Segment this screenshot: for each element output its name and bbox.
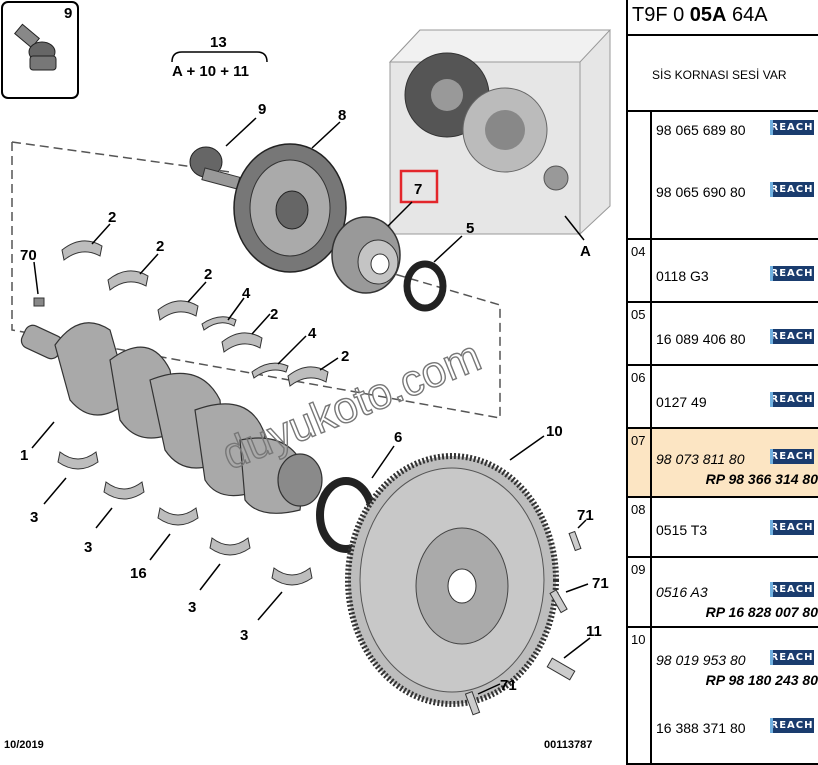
callout-11: 11 — [586, 623, 602, 640]
replacement-part-number[interactable]: RP 16 828 007 80 — [705, 604, 818, 620]
row-index: 04 — [628, 240, 652, 301]
lower-bearing-shells — [57, 451, 313, 586]
callout-5: 5 — [466, 220, 474, 237]
callout-71-b: 71 — [592, 575, 609, 592]
footer-ref: 00113787 — [544, 739, 592, 751]
crankshaft-pulley — [233, 143, 347, 273]
ref-bold: 05A — [689, 4, 727, 26]
replacement-part-number[interactable]: RP 98 366 314 80 — [705, 471, 818, 487]
callout-9: 9 — [258, 101, 266, 118]
callout-9-inset: 9 — [64, 5, 72, 22]
part-number[interactable]: 0516 A3 — [656, 584, 708, 600]
callout-3-a: 3 — [30, 509, 38, 526]
part-number[interactable]: 98 065 690 80 — [656, 184, 746, 200]
callout-4-a: 4 — [242, 285, 251, 302]
row-index: 06 — [628, 366, 652, 427]
woodruff-key — [33, 297, 45, 307]
row-index: 05 — [628, 303, 652, 364]
callout-4-b: 4 — [308, 325, 317, 342]
part-number[interactable]: 0515 T3 — [656, 522, 708, 538]
front-oil-seal — [403, 260, 447, 312]
exploded-diagram: 9 13 A + 10 + 11 A 9 8 7 — [1, 1, 612, 751]
callout-2-a: 2 — [108, 209, 116, 226]
clutch-kit-box — [388, 29, 612, 235]
callout-71-c: 71 — [500, 677, 517, 694]
inset-bolt-box: 9 — [1, 1, 79, 99]
callout-2-c: 2 — [204, 266, 212, 283]
bearing-shells — [61, 240, 329, 387]
callout-13-formula: A + 10 + 11 — [172, 63, 249, 80]
reach-badge: REACH — [770, 120, 814, 135]
callout-7: 7 — [414, 181, 422, 198]
reach-badge: REACH — [770, 520, 814, 535]
reach-badge: REACH — [770, 582, 814, 597]
part-number[interactable]: 16 388 371 80 — [656, 720, 746, 736]
callout-71-a: 71 — [577, 507, 594, 524]
footer-date: 10/2019 — [4, 739, 44, 751]
part-number[interactable]: 0118 G3 — [656, 268, 709, 284]
reference-code: T9F 0 05A 64A — [628, 0, 818, 36]
part-number[interactable]: 98 065 689 80 — [656, 122, 746, 138]
crankshaft — [20, 322, 323, 514]
callout-3-d: 3 — [240, 627, 248, 644]
reach-badge: REACH — [770, 392, 814, 407]
ref-suffix: 64A — [726, 4, 768, 26]
callout-16: 16 — [130, 565, 147, 582]
reach-badge: REACH — [770, 266, 814, 281]
pulley-bolt — [189, 146, 241, 190]
part-number[interactable]: 98 073 811 80 — [656, 451, 745, 467]
replacement-part-number[interactable]: RP 98 180 243 80 — [705, 672, 818, 688]
callout-A: A — [580, 243, 591, 260]
parts-row[interactable]: 98 065 689 80 REACH 98 065 690 80 REACH — [628, 112, 818, 240]
reach-badge: REACH — [770, 650, 814, 665]
callout-7-highlight — [399, 169, 439, 204]
timing-sprocket — [331, 216, 401, 294]
parts-panel: T9F 0 05A 64A SİS KORNASI SESİ VAR 98 06… — [626, 0, 818, 765]
callout-70: 70 — [20, 247, 37, 264]
part-number[interactable]: 16 089 406 80 — [656, 331, 746, 347]
complaint-text: SİS KORNASI SESİ VAR — [628, 36, 818, 112]
ref-prefix: T9F 0 — [632, 4, 690, 26]
callout-13: 13 — [210, 34, 227, 51]
row-index: 07 — [628, 429, 652, 496]
reach-badge: REACH — [770, 182, 814, 197]
row-index: 10 — [628, 628, 652, 763]
part-number[interactable]: 0127 49 — [656, 394, 707, 410]
row-index: 09 — [628, 558, 652, 626]
callout-3-b: 3 — [84, 539, 92, 556]
row-index: 08 — [628, 498, 652, 556]
callout-8: 8 — [338, 107, 346, 124]
callout-6: 6 — [394, 429, 402, 446]
callout-1: 1 — [20, 447, 28, 464]
callout-3-c: 3 — [188, 599, 196, 616]
reach-badge: REACH — [770, 329, 814, 344]
reach-badge: REACH — [770, 718, 814, 733]
callout-2-b: 2 — [156, 238, 164, 255]
callout-10: 10 — [546, 423, 563, 440]
callout-2-d: 2 — [270, 306, 278, 323]
dual-mass-flywheel — [345, 453, 559, 707]
callout-2-e: 2 — [341, 348, 349, 365]
row-index — [628, 112, 652, 238]
reach-badge: REACH — [770, 449, 814, 464]
part-number[interactable]: 98 019 953 80 — [656, 652, 746, 668]
